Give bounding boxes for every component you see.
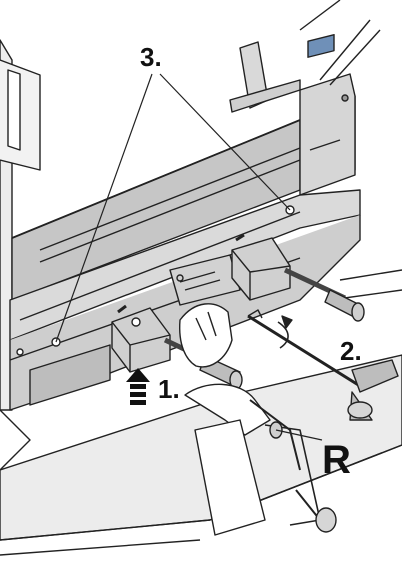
hand-with-crank bbox=[184, 383, 337, 536]
step-2-label: 2. bbox=[340, 336, 362, 366]
step-1-label: 1. bbox=[158, 374, 180, 404]
t-key-tool bbox=[247, 309, 399, 421]
right-clamp bbox=[231, 233, 365, 322]
callout-lines-3 bbox=[55, 73, 291, 343]
top-beam bbox=[11, 34, 356, 301]
lever-handle bbox=[229, 0, 381, 113]
callout-line-r bbox=[275, 429, 323, 441]
up-arrow-with-lines-icon bbox=[126, 368, 150, 405]
hand bbox=[179, 303, 233, 368]
part-r-label: R bbox=[322, 438, 351, 482]
center-block bbox=[169, 254, 241, 306]
rotation-arrow-icon bbox=[277, 315, 293, 349]
step-3-label: 3. bbox=[140, 42, 162, 72]
